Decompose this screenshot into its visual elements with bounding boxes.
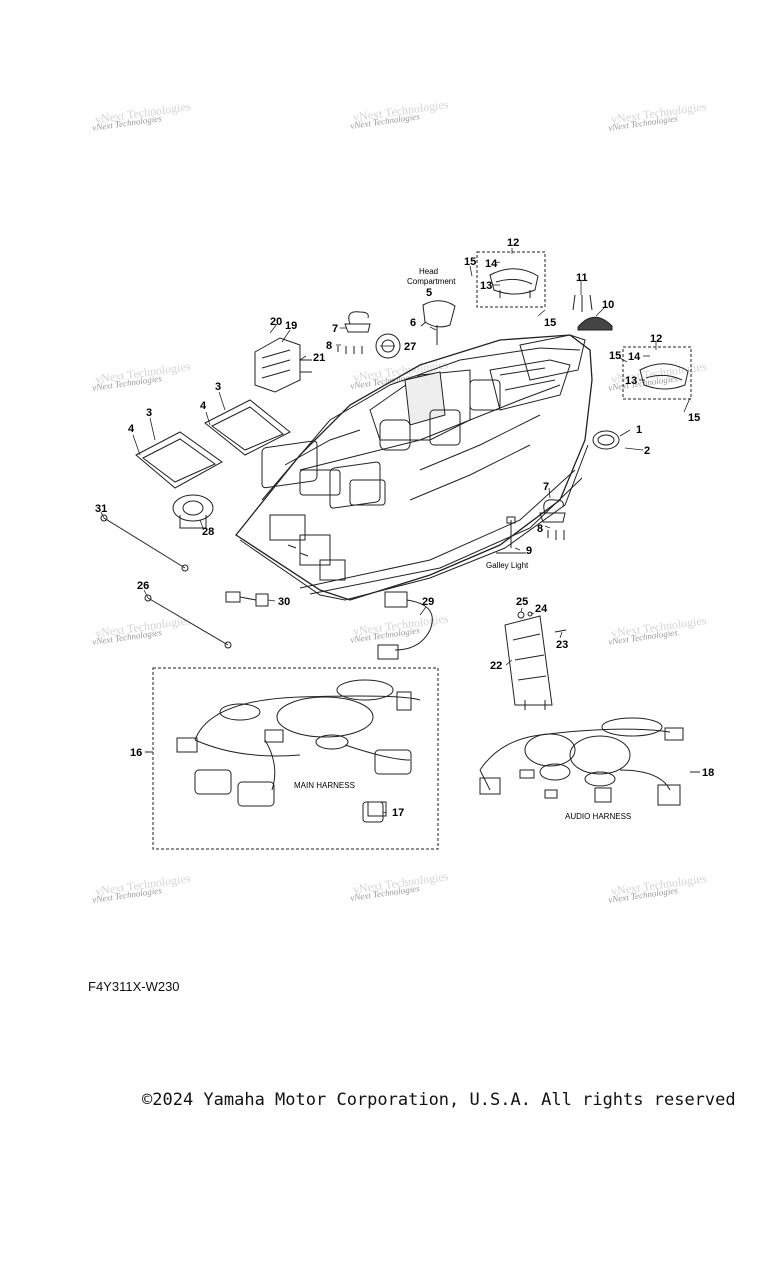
callout-30: 30 (278, 596, 290, 608)
callout-28: 28 (202, 526, 214, 538)
callout-18: 18 (702, 767, 714, 779)
main-harness-box (152, 667, 439, 850)
callout-24: 24 (535, 603, 548, 615)
callout-7: 7 (332, 323, 338, 335)
speaker-light-assembly-right (639, 363, 689, 390)
switch-panel-19 (254, 337, 312, 393)
main-harness (176, 679, 421, 817)
cable-31 (100, 514, 189, 572)
speaker-light-assembly-top (489, 268, 539, 298)
audio-harness (479, 717, 684, 806)
callout-2: 2 (644, 445, 650, 457)
screws-11 (572, 294, 593, 312)
copyright-notice: ©2024 Yamaha Motor Corporation, U.S.A. A… (142, 1090, 736, 1110)
light-7-top (337, 311, 371, 354)
callout-13: 13 (625, 375, 637, 387)
connector-29 (377, 591, 433, 660)
callout-19: 19 (285, 320, 297, 332)
leader-lines (100, 248, 691, 814)
callout-13: 13 (480, 280, 492, 292)
galley-light-label: Galley Light (486, 561, 529, 570)
callout-29: 29 (422, 596, 434, 608)
callout-23: 23 (556, 639, 568, 651)
callout-16: 16 (130, 747, 142, 759)
callout-14: 14 (485, 258, 498, 270)
callout-8: 8 (537, 523, 543, 535)
callout-17: 17 (392, 807, 404, 819)
head-compartment-label-line2: Compartment (407, 277, 456, 286)
callout-8: 8 (326, 340, 332, 352)
tray-3-lower (135, 431, 223, 489)
washer-25 (517, 611, 525, 619)
callout-6: 6 (410, 317, 416, 329)
light-7-lower (539, 499, 566, 540)
callout-15: 15 (609, 350, 621, 362)
callout-3: 3 (215, 381, 221, 393)
tray-3-upper (204, 399, 291, 456)
callout-31: 31 (95, 503, 107, 515)
callout-15: 15 (688, 412, 700, 424)
courtesy-light-10 (577, 316, 613, 331)
callout-1: 1 (636, 424, 642, 436)
bracket-22 (504, 615, 553, 710)
screw-23 (554, 629, 567, 633)
callout-9: 9 (526, 545, 532, 557)
callout-12: 12 (650, 333, 662, 345)
callout-4: 4 (200, 400, 207, 412)
callout-15: 15 (464, 256, 476, 268)
dashed-group-12-top (476, 251, 546, 308)
callout-10: 10 (602, 299, 614, 311)
callouts: 12 15 14 13 15 11 10 5 6 7 8 27 20 19 21… (95, 237, 714, 819)
callout-22: 22 (490, 660, 502, 672)
callout-15: 15 (544, 317, 556, 329)
socket-28 (172, 494, 214, 529)
galley-light-9 (496, 516, 526, 554)
callout-3: 3 (146, 407, 152, 419)
callout-11: 11 (576, 272, 588, 284)
audio-harness-label: AUDIO HARNESS (565, 812, 631, 821)
main-harness-label: MAIN HARNESS (294, 781, 355, 790)
callout-27: 27 (404, 341, 416, 353)
callout-26: 26 (137, 580, 149, 592)
head-compartment-light (420, 300, 456, 345)
diagram-code: F4Y311X-W230 (88, 979, 180, 994)
head-compartment-label-line1: Head (419, 267, 438, 276)
callout-12: 12 (507, 237, 519, 249)
speaker-grille-1 (592, 430, 620, 450)
callout-25: 25 (516, 596, 528, 608)
callout-5: 5 (426, 287, 432, 299)
sensor-30 (225, 591, 269, 607)
callout-21: 21 (313, 352, 325, 364)
callout-7: 7 (543, 481, 549, 493)
boat-hull (235, 334, 593, 601)
callout-14: 14 (628, 351, 641, 363)
callout-20: 20 (270, 316, 282, 328)
callout-4: 4 (128, 423, 135, 435)
relay-17 (362, 801, 384, 823)
cable-26 (144, 594, 232, 649)
